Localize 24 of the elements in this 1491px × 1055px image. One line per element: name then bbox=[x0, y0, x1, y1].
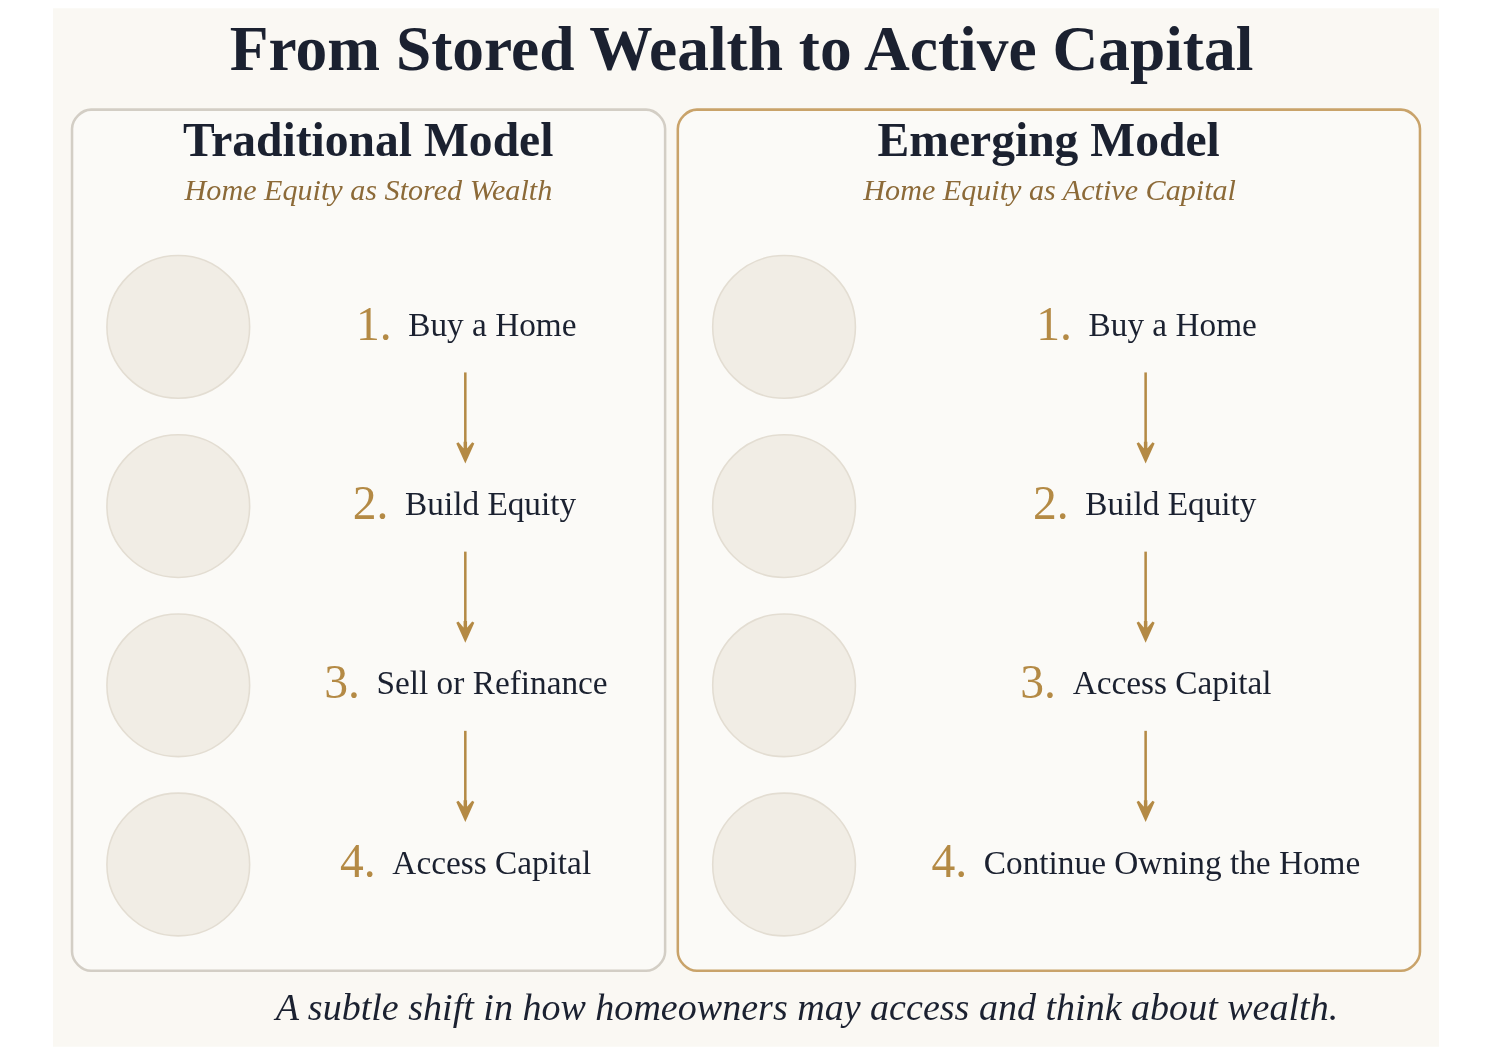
node-circle bbox=[711, 254, 856, 400]
node-circle bbox=[105, 792, 250, 937]
arrow bbox=[455, 730, 474, 821]
node-text: 3. Access Capital bbox=[1019, 655, 1271, 708]
diagram-title: From Stored Wealth to Active Capital bbox=[229, 12, 1253, 84]
node-text: 1. Buy a Home bbox=[355, 297, 577, 350]
node-text: 2. Build Equity bbox=[352, 476, 576, 529]
arrow bbox=[1136, 372, 1155, 462]
node-circle bbox=[711, 792, 856, 937]
node-circle bbox=[105, 613, 250, 758]
arrow bbox=[455, 551, 474, 641]
node-circle bbox=[711, 433, 856, 579]
node-circle bbox=[105, 254, 250, 400]
node-text: 1. Buy a Home bbox=[1035, 297, 1257, 350]
arrow bbox=[455, 372, 474, 462]
node-circle bbox=[711, 613, 856, 758]
arrow bbox=[1136, 730, 1155, 821]
caption: A subtle shift in how homeowners may access and think about wealth. bbox=[275, 986, 1338, 1029]
node-text: 4. Continue Owning the Home bbox=[931, 835, 1360, 888]
node-text: 3. Sell or Refinance bbox=[323, 655, 608, 708]
arrow bbox=[1136, 551, 1155, 641]
node-circle bbox=[105, 433, 250, 579]
node-text: 4. Access Capital bbox=[339, 835, 591, 888]
node-text: 2. Build Equity bbox=[1032, 476, 1256, 529]
